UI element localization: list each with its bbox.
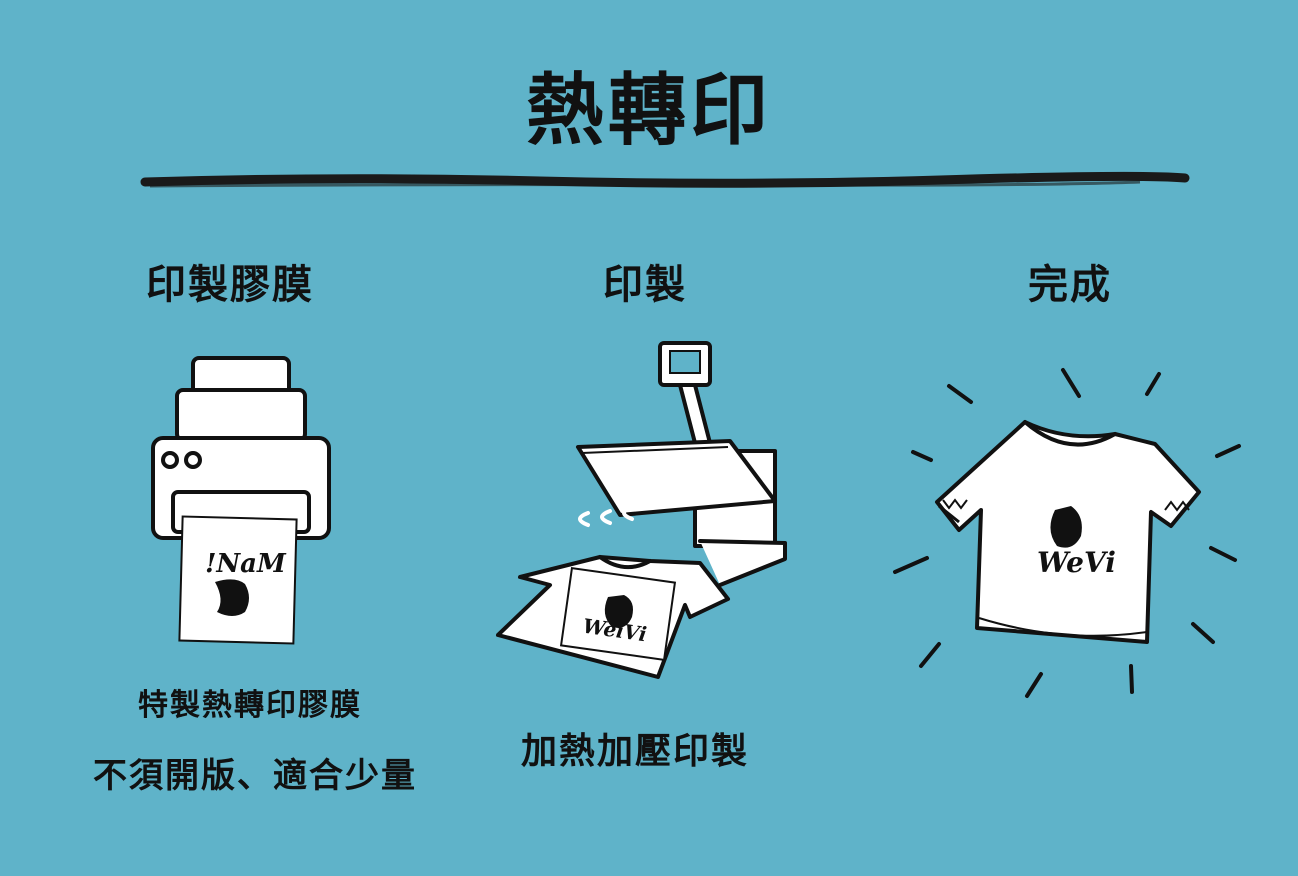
film-sheet: !NaM — [178, 515, 298, 645]
caption-heat-press: 加熱加壓印製 — [520, 731, 749, 772]
step-title-done: 完成 — [1028, 262, 1112, 308]
caption-no-plate: 不須開版、適合少量 — [93, 756, 417, 796]
step-title-print-film: 印製膠膜 — [146, 262, 314, 308]
done-logo-text: WeVi — [1037, 546, 1116, 579]
printer-illustration: !NaM — [151, 356, 331, 645]
caption-special-film: 特製熱轉印膠膜 — [138, 688, 362, 723]
step-title-press: 印製 — [603, 262, 687, 308]
paper-logo-text: !NaM — [205, 549, 287, 579]
divider-brush-stroke — [140, 171, 1190, 188]
heat-wave-icon — [578, 505, 634, 527]
finished-shirt-illustration: WeVi — [893, 368, 1241, 698]
heat-press-illustration: WeiVi — [496, 341, 787, 679]
sparkle-rays-icon — [893, 368, 1241, 698]
page-title: 熱轉印 — [525, 66, 772, 156]
